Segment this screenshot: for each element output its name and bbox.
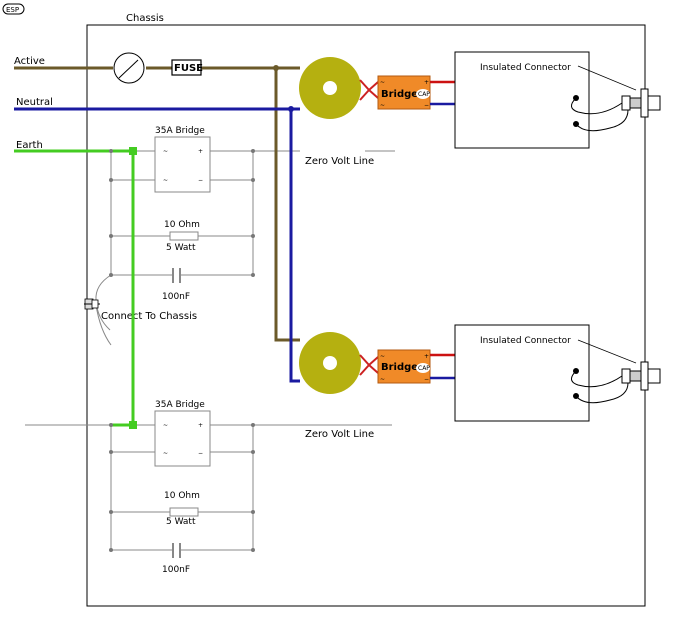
- insulated-connector-2: Insulated Connector: [480, 336, 661, 404]
- resistor-1-value: 10 Ohm: [164, 220, 200, 230]
- psu-2-minus: −: [424, 376, 429, 383]
- insulated-connector-1: Insulated Connector: [480, 63, 661, 132]
- ground-lift-network-1: [95, 150, 395, 331]
- psu-cap-2-label: CAP: [418, 365, 430, 372]
- neutral-wire: [14, 107, 300, 383]
- toroid-transformer-1: [299, 57, 361, 119]
- power-switch-icon: [113, 52, 145, 84]
- psu-1-ac-bottom: ~: [380, 102, 385, 109]
- esp-logo: ESP: [2, 3, 25, 15]
- earth-wire: [14, 149, 137, 427]
- earth-junction-top: [129, 147, 137, 155]
- bridge-1-ac-top: ~: [163, 148, 168, 155]
- psu-bridge-module-2: Bridge CAP ~ ~ + −: [377, 349, 431, 384]
- zero-volt-line-2-label: Zero Volt Line: [305, 429, 374, 440]
- capacitor-2: [172, 543, 181, 558]
- amplifier-box-2: [454, 324, 590, 422]
- insulated-connector-2-label: Insulated Connector: [480, 336, 571, 346]
- active-wire: [14, 66, 300, 342]
- bridge-2-label: 35A Bridge: [155, 400, 205, 410]
- chassis-outline: [86, 24, 646, 607]
- bridge-1-label: 35A Bridge: [155, 126, 205, 136]
- psu-2-ac-bottom: ~: [380, 376, 385, 383]
- earth-label: Earth: [16, 140, 43, 151]
- resistor-2: [169, 507, 199, 517]
- psu-cap-1-label: CAP: [418, 91, 430, 98]
- bridge-rectifier-2: [154, 410, 211, 467]
- psu-2-plus: +: [424, 353, 429, 360]
- capacitor-1: [172, 268, 181, 283]
- active-junction: [273, 65, 279, 71]
- active-label: Active: [14, 56, 45, 67]
- bridge-1-ac-bottom: ~: [163, 177, 168, 184]
- bridge-2-ac-bottom: ~: [163, 450, 168, 457]
- psu-1-plus: +: [424, 79, 429, 86]
- psu-2-ac-top: ~: [380, 353, 385, 360]
- toroid-transformer-2: [299, 332, 361, 394]
- fuse-label: FUSE: [174, 63, 203, 74]
- junction-dots: [109, 149, 255, 552]
- zero-volt-line-1-label: Zero Volt Line: [305, 156, 374, 167]
- insulated-connector-1-label: Insulated Connector: [480, 63, 571, 73]
- resistor-1-power: 5 Watt: [166, 243, 196, 253]
- connect-to-chassis-label: Connect To Chassis: [101, 311, 197, 322]
- amplifier-box-1: [454, 51, 590, 149]
- psu-bridge-1-label: Bridge: [381, 89, 418, 100]
- psu-bridge-2-label: Bridge: [381, 362, 418, 373]
- bridge-rectifier-1: [154, 136, 211, 193]
- esp-logo-text: ESP: [6, 6, 19, 14]
- resistor-2-power: 5 Watt: [166, 517, 196, 527]
- capacitor-2-label: 100nF: [162, 565, 190, 575]
- psu-bridge-module-1: Bridge CAP ~ ~ + −: [377, 75, 431, 110]
- dc-outputs: [430, 80, 455, 380]
- neutral-label: Neutral: [16, 97, 53, 108]
- fuse: FUSE: [171, 59, 203, 76]
- chassis-lug-icon: [84, 298, 100, 310]
- resistor-2-value: 10 Ohm: [164, 491, 200, 501]
- resistor-1: [169, 231, 199, 241]
- chassis-label: Chassis: [126, 13, 164, 24]
- earth-junction-bottom: [129, 421, 137, 429]
- secondary-leads: [359, 79, 379, 376]
- bridge-2-plus: +: [198, 422, 203, 429]
- neutral-junction: [288, 106, 294, 112]
- bridge-1-plus: +: [198, 148, 203, 155]
- bridge-2-minus: −: [198, 450, 203, 457]
- psu-1-minus: −: [424, 102, 429, 109]
- bridge-1-minus: −: [198, 177, 203, 184]
- psu-1-ac-top: ~: [380, 79, 385, 86]
- capacitor-1-label: 100nF: [162, 292, 190, 302]
- bridge-2-ac-top: ~: [163, 422, 168, 429]
